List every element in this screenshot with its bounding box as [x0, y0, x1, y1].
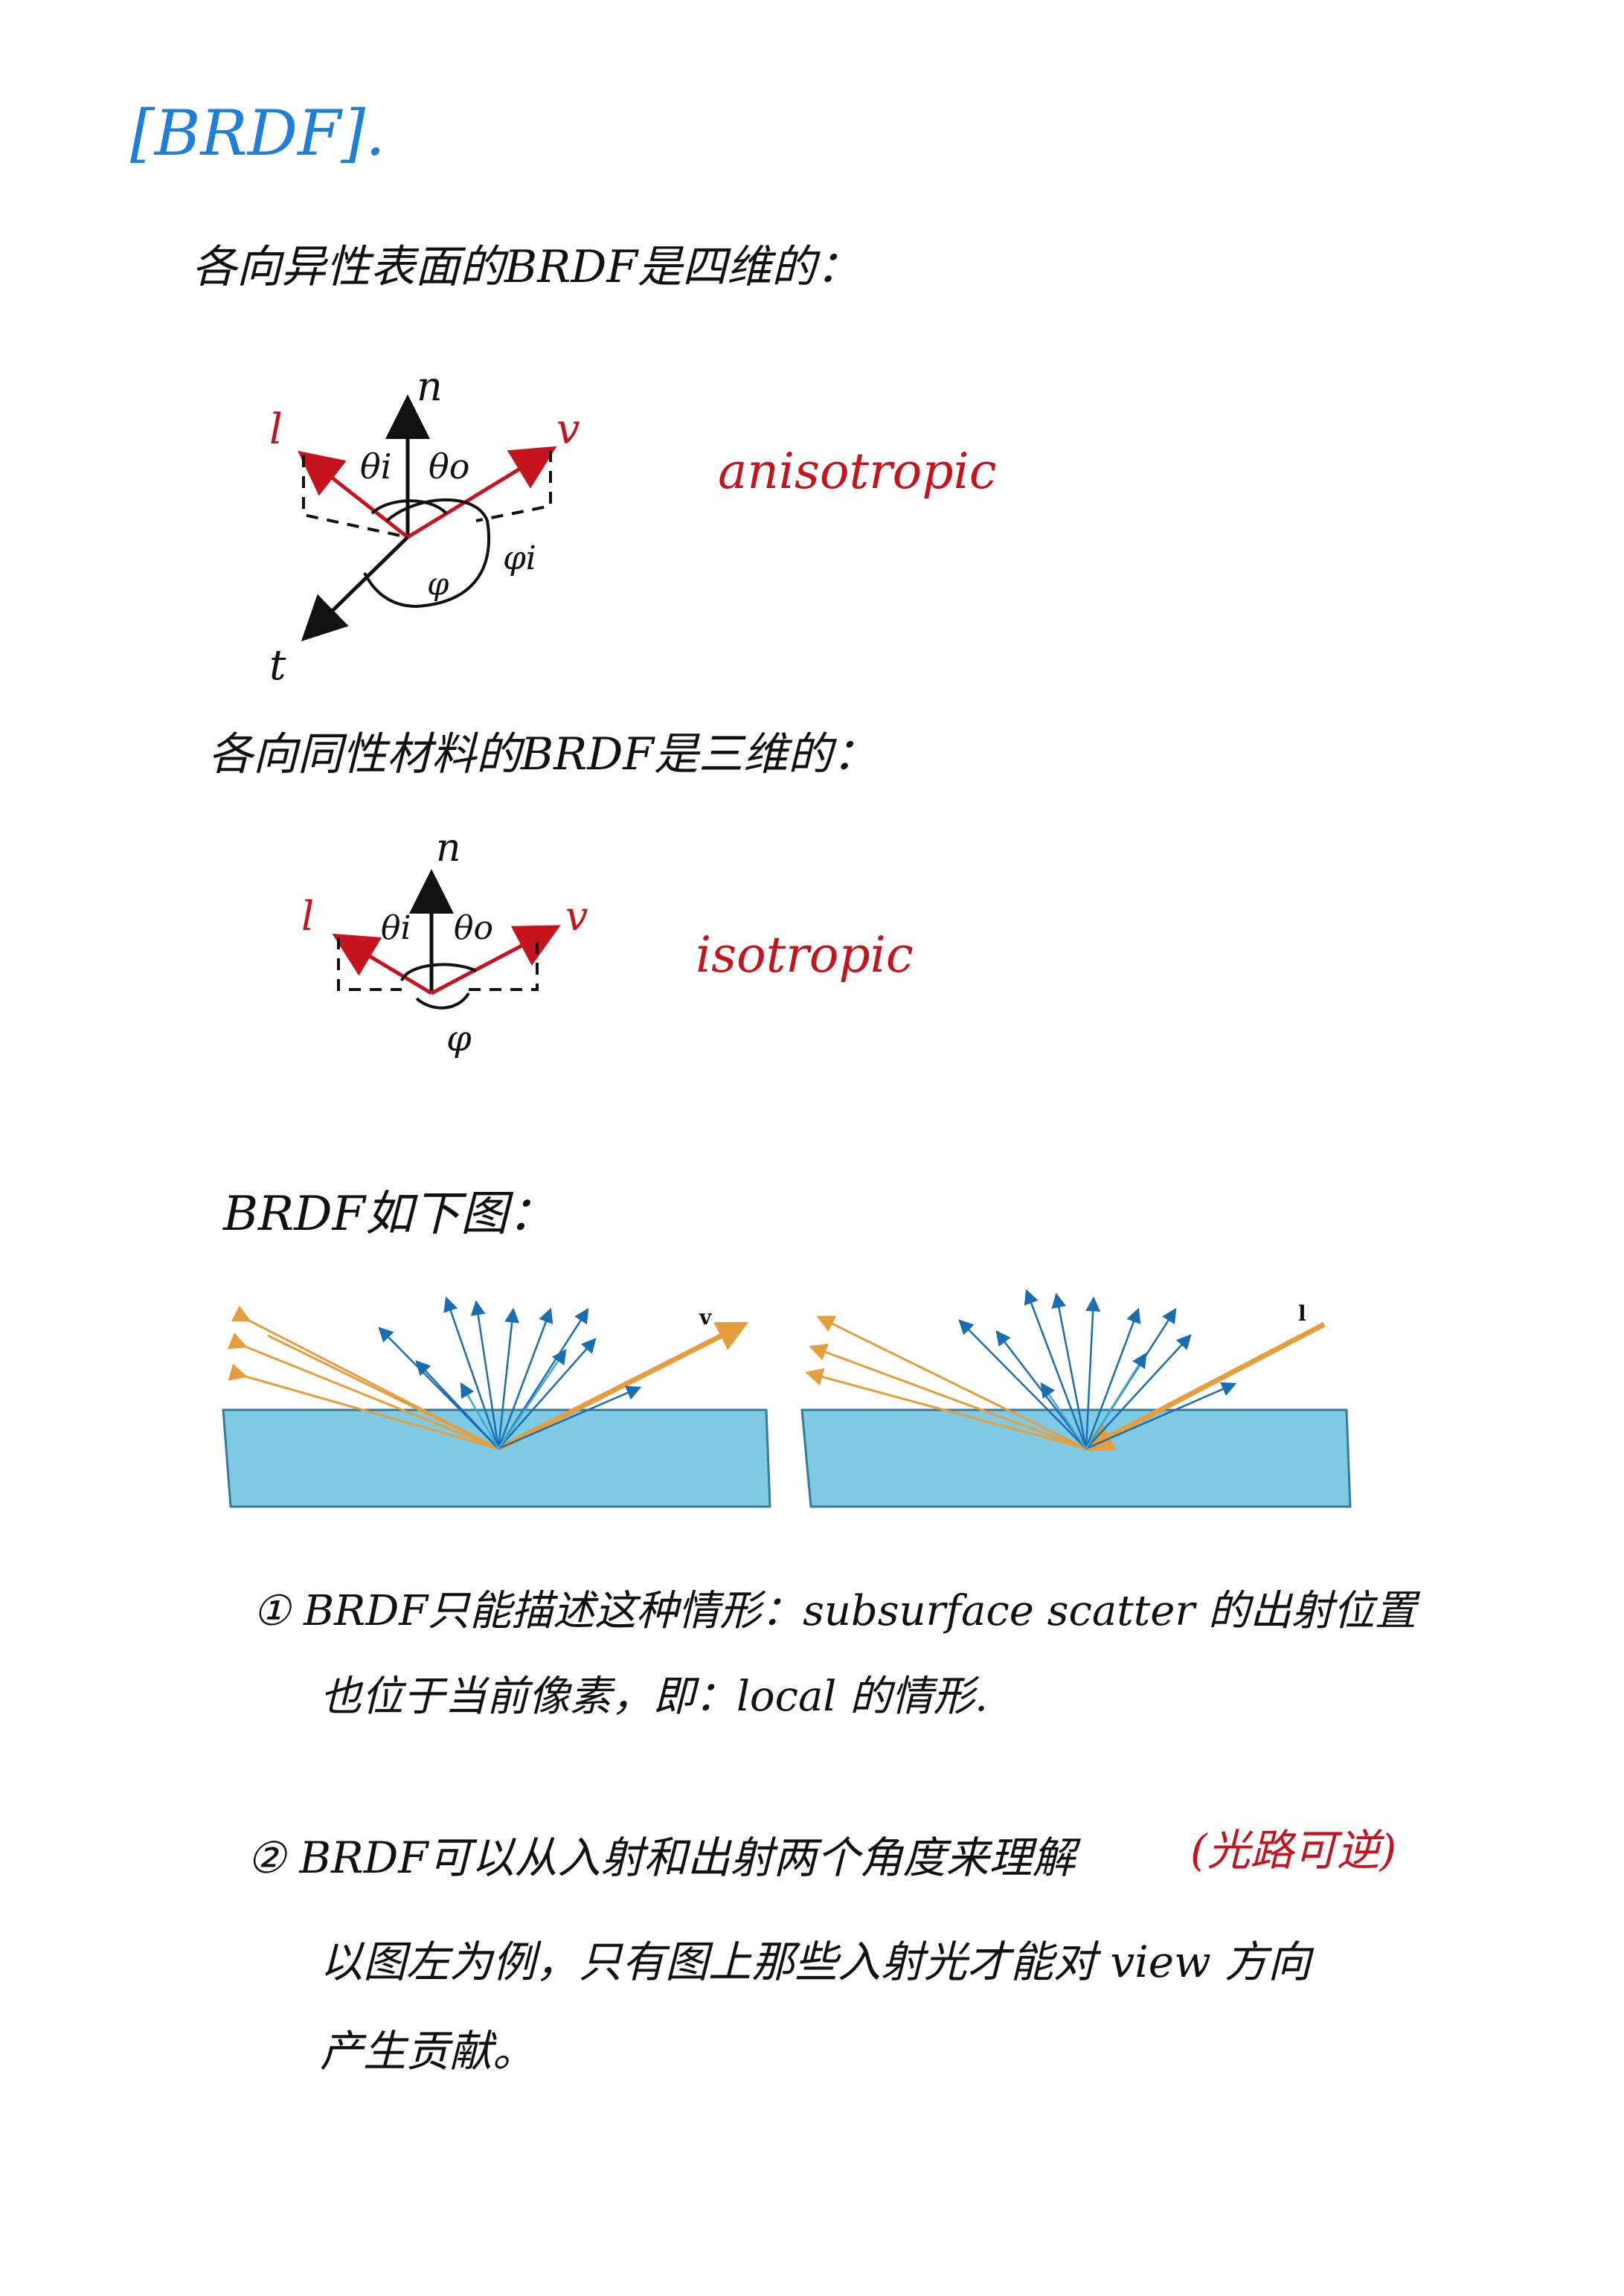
light-ray-right — [1081, 1321, 1326, 1452]
diagram1-l-label: l — [269, 405, 283, 454]
projection-dashes — [302, 450, 552, 539]
diagram1-theta-i-label: θi — [360, 446, 392, 487]
diagram2-phi-label: φ — [446, 1018, 472, 1059]
isotropic-heading: 各向同性材料的BRDF是三维的： — [208, 728, 878, 780]
page-title: [BRDF]. — [130, 97, 385, 170]
figure-left-label: v — [699, 1305, 712, 1330]
tangent-arrow — [301, 536, 409, 641]
scattered-rays-right — [958, 1289, 1237, 1450]
phi-arc — [363, 498, 491, 609]
diagram1-phi-i-label: φi — [503, 539, 536, 577]
anisotropic-label: anisotropic — [718, 443, 997, 500]
diagram2-l-label: l — [301, 893, 315, 940]
diagram2-theta-o-label: θo — [454, 909, 493, 947]
diagram1-v-label: v — [556, 405, 580, 454]
diagram2-n-label: n — [436, 826, 461, 870]
diagram2-theta-i-label: θi — [381, 909, 411, 947]
item1-line1: ① BRDF只能描述这种情形：subsurface scatter 的出射位置 — [253, 1587, 1416, 1635]
item2-line2: 以图左为例，只有图上那些入射光才能对 view 方向 — [320, 1937, 1312, 1987]
item1-line2: 也位于当前像素，即：local 的情形. — [320, 1673, 988, 1721]
scattered-rays-left — [378, 1296, 642, 1450]
view-ray-left — [497, 1321, 749, 1452]
item2-line3: 产生贡献。 — [320, 2026, 536, 2077]
figure-right-label: l — [1298, 1301, 1306, 1326]
diagram1-theta-o-label: θo — [429, 446, 470, 487]
anisotropic-heading: 各向异性表面的BRDF是四维的： — [192, 241, 861, 293]
item2-note: (光路可逆) — [1190, 1825, 1397, 1876]
diagram2-v-label: v — [565, 893, 588, 940]
view-arrow — [406, 446, 557, 539]
item2-line1: ② BRDF可以从入射和出射两个角度来理解 — [247, 1832, 1076, 1883]
outgoing-rays-right — [805, 1315, 1087, 1450]
light-arrow — [298, 450, 409, 539]
brdf-figure-heading: BRDF如下图： — [223, 1187, 556, 1242]
diagram1-n-label: n — [417, 363, 443, 410]
isotropic-label: isotropic — [696, 926, 914, 984]
surface-slab-left — [222, 1408, 771, 1508]
incoming-rays-left — [228, 1305, 499, 1450]
diagram1-phi-label: φ — [427, 565, 449, 602]
theta-arc — [370, 499, 448, 515]
diagram1-t-label: t — [269, 641, 286, 690]
